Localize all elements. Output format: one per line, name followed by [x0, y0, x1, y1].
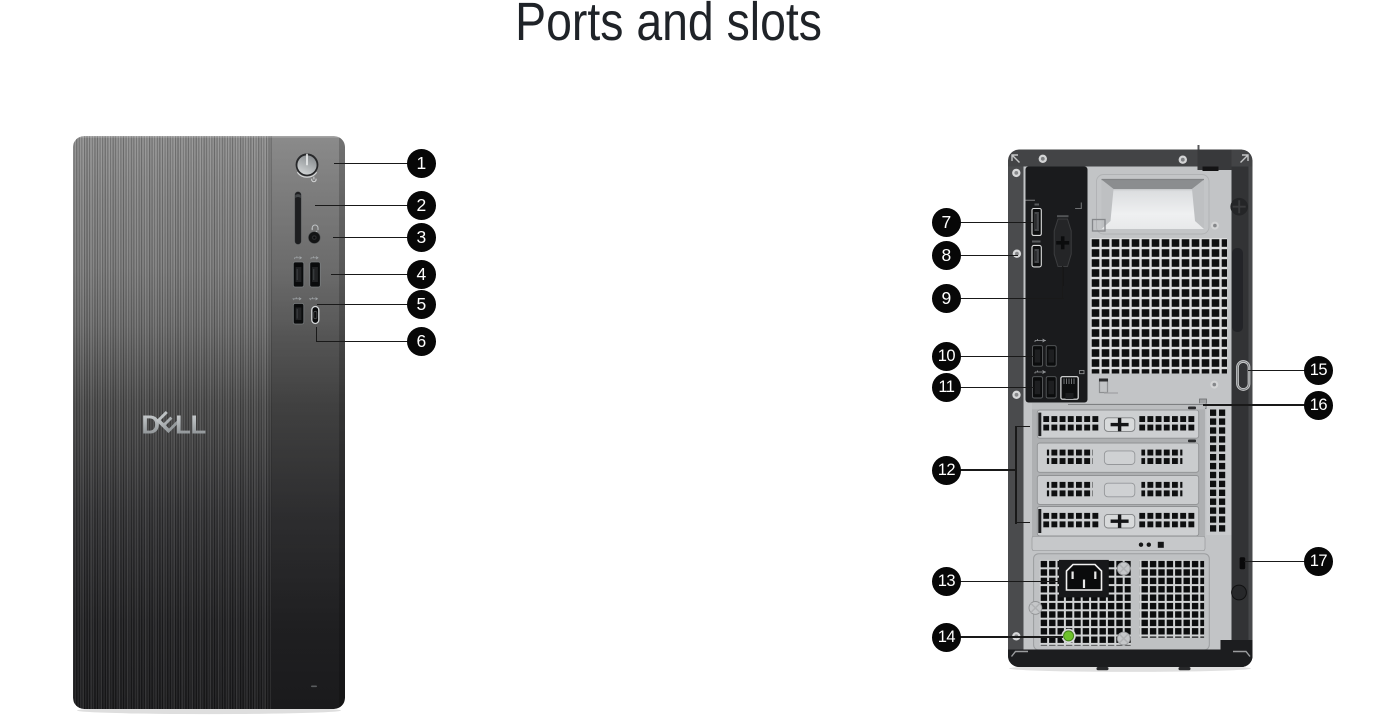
- svg-text:L: L: [175, 411, 191, 439]
- svg-text:D: D: [142, 411, 160, 439]
- svg-text:L: L: [191, 411, 207, 439]
